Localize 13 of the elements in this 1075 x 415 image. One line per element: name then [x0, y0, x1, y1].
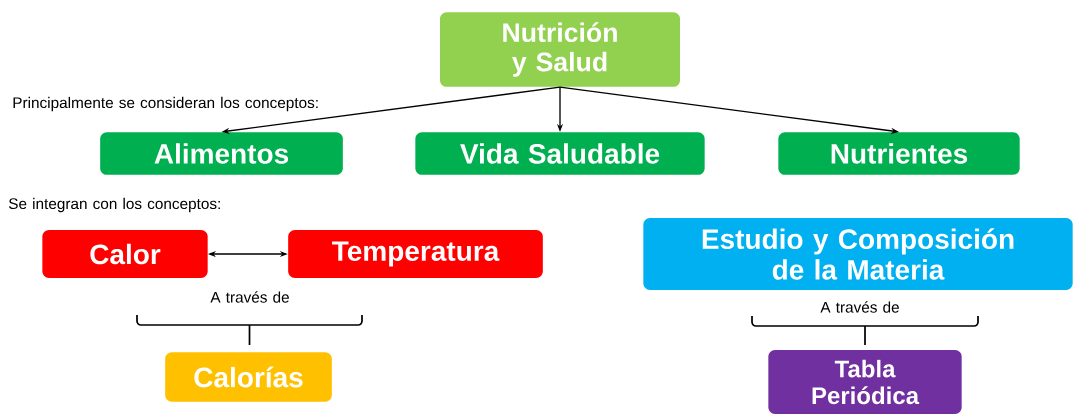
concept-box: Alimentos [100, 132, 343, 175]
concept-box: Calorías [165, 352, 332, 402]
note-text: A través de [210, 291, 289, 303]
concept-box: Calor [42, 230, 208, 278]
note-text: A través de [820, 301, 899, 313]
concept-box: Nutrición y Salud [440, 12, 680, 87]
note-text: Principalmente se consideran los conceptos: [13, 96, 318, 112]
concept-box: Estudio y Composición de la Materia [643, 218, 1073, 290]
concept-box: Temperatura [288, 230, 543, 278]
concept-box: Vida Saludable [415, 132, 705, 175]
note-text: Se integran con los conceptos: [8, 197, 220, 213]
concept-box: Nutrientes [778, 132, 1020, 175]
concept-box: Tabla Periódica [768, 350, 962, 414]
